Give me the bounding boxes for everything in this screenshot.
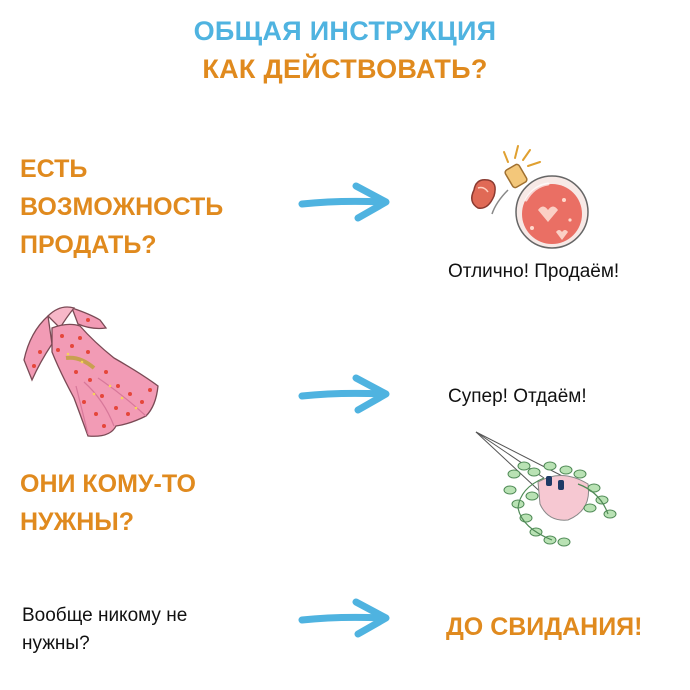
arrow-right-icon — [298, 374, 390, 414]
arrow-right-icon — [298, 598, 390, 638]
question-needed: ОНИ КОМУ-ТО НУЖНЫ? — [20, 465, 196, 541]
arrow-right-icon — [298, 182, 390, 222]
dress-icon — [23, 306, 159, 437]
hanging-plant-icon — [475, 431, 617, 547]
question-nobody-line-2: нужны? — [22, 633, 90, 654]
question-sell-line-3: ПРОДАТЬ? — [20, 231, 157, 259]
question-nobody: Вообще никому не нужны? — [22, 602, 187, 658]
question-needed-line-1: ОНИ КОМУ-ТО — [20, 470, 196, 498]
page-subtitle: КАК ДЕЙСТВОВАТЬ? — [202, 54, 488, 84]
answer-goodbye: ДО СВИДАНИЯ! — [446, 613, 643, 641]
question-sell: ЕСТЬ ВОЗМОЖНОСТЬ ПРОДАТЬ? — [20, 150, 223, 264]
question-sell-line-1: ЕСТЬ — [20, 155, 88, 183]
question-nobody-line-1: Вообще никому не — [22, 605, 188, 626]
question-sell-line-2: ВОЗМОЖНОСТЬ — [20, 193, 224, 221]
question-needed-line-2: НУЖНЫ? — [20, 508, 135, 536]
answer-sell: Отлично! Продаём! — [448, 261, 620, 282]
page-title: ОБЩАЯ ИНСТРУКЦИЯ — [193, 16, 497, 46]
perfume-bottle-icon — [471, 145, 589, 249]
answer-give: Супер! Отдаём! — [448, 386, 587, 407]
